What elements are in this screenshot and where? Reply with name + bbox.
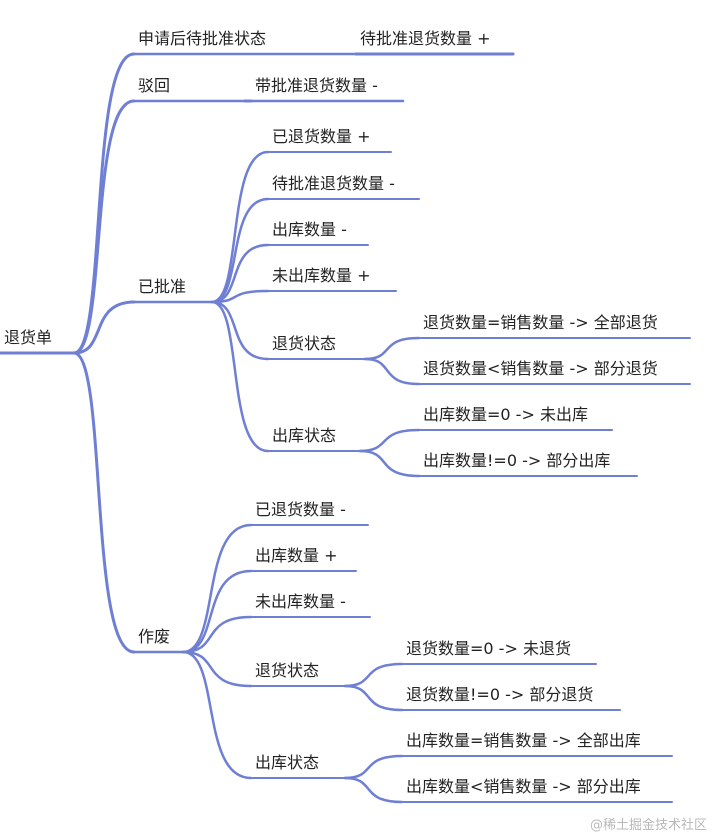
connector-pending: [72, 52, 136, 355]
connector-approved-pending: [210, 197, 270, 304]
connector-rejected: [72, 99, 136, 355]
connector-approved-out-status: [210, 300, 270, 453]
node-approved-rs-part: 退货数量<销售数量 -> 部分退货: [423, 359, 658, 378]
node-voided-os-all: 出库数量=销售数量 -> 全部出库: [406, 731, 641, 750]
node-voided-returned: 已退货数量 -: [255, 500, 346, 519]
connector-voided: [72, 351, 136, 654]
node-rejected: 驳回: [138, 76, 170, 95]
node-voided-out-status: 出库状态: [255, 753, 319, 772]
connector-voided-rs-part: [343, 684, 404, 712]
node-rejected-qty: 带批准退货数量 -: [255, 76, 378, 95]
branch-connectors: [72, 52, 515, 804]
connector-voided-out: [181, 569, 253, 654]
node-pending-qty: 待批准退货数量 +: [360, 29, 491, 48]
connector-approved-rs-part: [363, 357, 421, 386]
node-approved-pending: 待批准退货数量 -: [272, 174, 395, 193]
mindmap-nodes: 退货单申请后待批准状态待批准退货数量 +驳回带批准退货数量 -已批准已退货数量 …: [0, 29, 691, 803]
connector-voided-notout: [181, 615, 253, 654]
node-voided-os-part: 出库数量<销售数量 -> 部分出库: [406, 777, 641, 796]
watermark: @稀土掘金技术社区: [590, 817, 707, 833]
connector-voided-returned: [181, 523, 253, 654]
node-approved: 已批准: [138, 277, 186, 296]
node-approved-os-none: 出库数量=0 -> 未出库: [423, 405, 588, 424]
node-approved-out: 出库数量 -: [272, 220, 347, 239]
node-voided-return-status: 退货状态: [255, 661, 319, 680]
node-approved-os-part: 出库数量!=0 -> 部分出库: [423, 451, 610, 470]
connector-approved-os-part: [358, 449, 421, 478]
node-voided-notout: 未出库数量 -: [255, 592, 346, 611]
connector-voided-rs-none: [343, 662, 404, 688]
node-voided-out: 出库数量 +: [255, 546, 338, 565]
connector-voided-out-status: [181, 650, 253, 780]
node-approved-rs-all: 退货数量=销售数量 -> 全部退货: [423, 313, 658, 332]
node-voided-rs-none: 退货数量=0 -> 未退货: [406, 639, 571, 658]
node-root: 退货单: [4, 328, 52, 347]
node-voided: 作废: [138, 627, 170, 646]
node-pending: 申请后待批准状态: [138, 29, 266, 48]
connector-approved-out: [210, 243, 270, 304]
connector-voided-return-status: [181, 650, 253, 688]
connector-approved-rs-all: [363, 336, 421, 361]
node-approved-returned: 已退货数量 +: [272, 127, 371, 146]
connector-approved-notout: [210, 289, 270, 304]
node-voided-rs-part: 退货数量!=0 -> 部分退货: [406, 685, 593, 704]
connector-voided-os-part: [343, 776, 404, 804]
connector-voided-os-all: [343, 754, 404, 780]
node-approved-out-status: 出库状态: [272, 426, 336, 445]
node-approved-return-status: 退货状态: [272, 334, 336, 353]
connector-approved-return-status: [210, 300, 270, 361]
connector-approved-returned: [210, 150, 270, 304]
connector-approved-os-none: [358, 428, 421, 453]
connector-approved: [72, 300, 136, 355]
node-approved-notout: 未出库数量 +: [272, 266, 371, 285]
